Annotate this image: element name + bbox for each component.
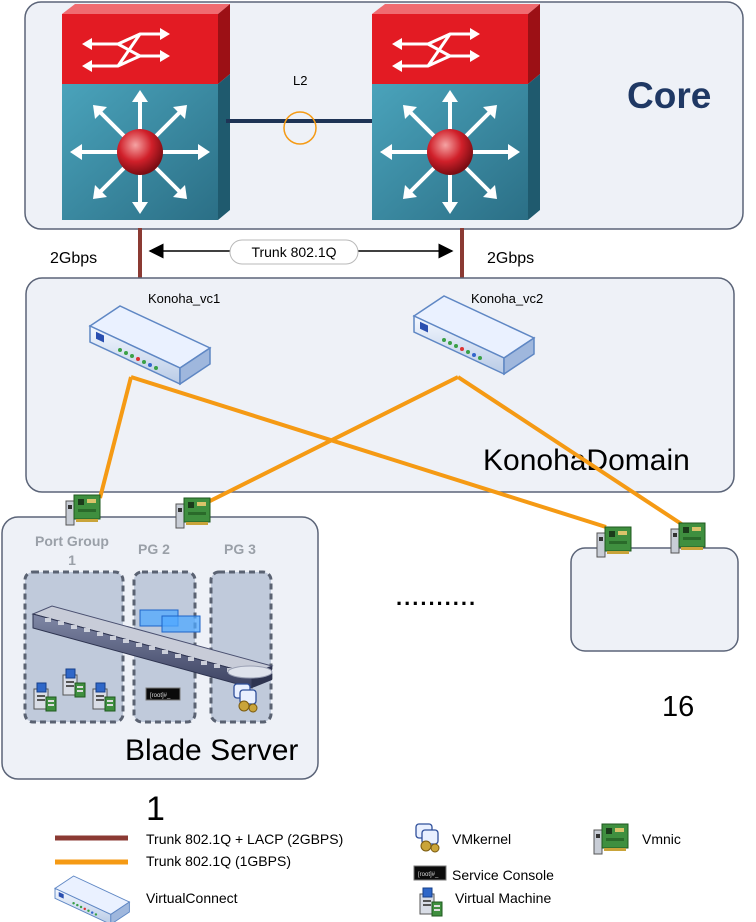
vmnic-icon-4 — [670, 522, 706, 554]
l2-label: L2 — [293, 73, 307, 88]
trunk-label: Trunk 802.1Q — [251, 244, 336, 260]
legend-service-console-label: Service Console — [452, 867, 554, 883]
vmnic-icon-3 — [596, 526, 632, 558]
svg-text:[root]#_: [root]#_ — [418, 872, 439, 878]
trunk-badge — [229, 239, 359, 265]
vmnic-icon-2 — [175, 497, 211, 529]
legend-virtualconnect-icon — [54, 875, 130, 922]
port-group-2-label: PG 2 — [138, 541, 170, 557]
core-switch-left — [62, 4, 230, 220]
trunk-link-vc2-nic2 — [205, 375, 459, 505]
blade-count-right: 16 — [662, 691, 694, 723]
legend-vmkernel-label: VMkernel — [452, 831, 511, 847]
blade-server-16-panel — [570, 547, 739, 652]
port-group-1-label: Port Group — [35, 533, 109, 549]
trunk-link-vc1-nic3 — [130, 375, 607, 529]
core-title: Core — [627, 75, 711, 116]
vc1-label: Konoha_vc1 — [148, 291, 220, 306]
core-switch-right — [372, 4, 540, 220]
port-group-3-label: PG 3 — [224, 541, 256, 557]
legend-virtual-machine-icon — [419, 887, 443, 917]
blade-count-left: 1 — [146, 790, 165, 828]
legend-virtual-machine-label: Virtual Machine — [455, 890, 551, 906]
legend-service-console-icon: [root]#_ — [413, 865, 447, 881]
ellipsis-dots: .......... — [396, 585, 477, 610]
vmnic-icon-1 — [65, 494, 101, 526]
uplink-left-speed: 2Gbps — [50, 250, 97, 267]
legend-vmnic-icon — [593, 823, 629, 855]
legend: Trunk 802.1Q + LACP (2GBPS) Trunk 802.1Q… — [54, 823, 681, 922]
konoha-domain-panel — [25, 277, 735, 493]
legend-lacp-label: Trunk 802.1Q + LACP (2GBPS) — [146, 831, 343, 847]
vswitch — [31, 605, 274, 689]
l2-marker — [283, 111, 317, 145]
trunk-link-vc1-nic1 — [98, 376, 133, 499]
svg-text:[root]#_: [root]#_ — [150, 693, 171, 699]
legend-virtualconnect-label: VirtualConnect — [146, 890, 238, 906]
blade-title: Blade Server — [125, 734, 298, 767]
legend-vmkernel-icon — [415, 823, 440, 853]
port-group-1-number: 1 — [68, 552, 76, 568]
legend-vmnic-label: Vmnic — [642, 831, 681, 847]
trunk-link-vc2-nic4 — [456, 375, 688, 529]
uplink-right-speed: 2Gbps — [487, 250, 534, 267]
vc2-label: Konoha_vc2 — [471, 291, 543, 306]
legend-trunk-label: Trunk 802.1Q (1GBPS) — [146, 853, 291, 869]
service-console-icon: [root]#_ — [145, 687, 181, 701]
